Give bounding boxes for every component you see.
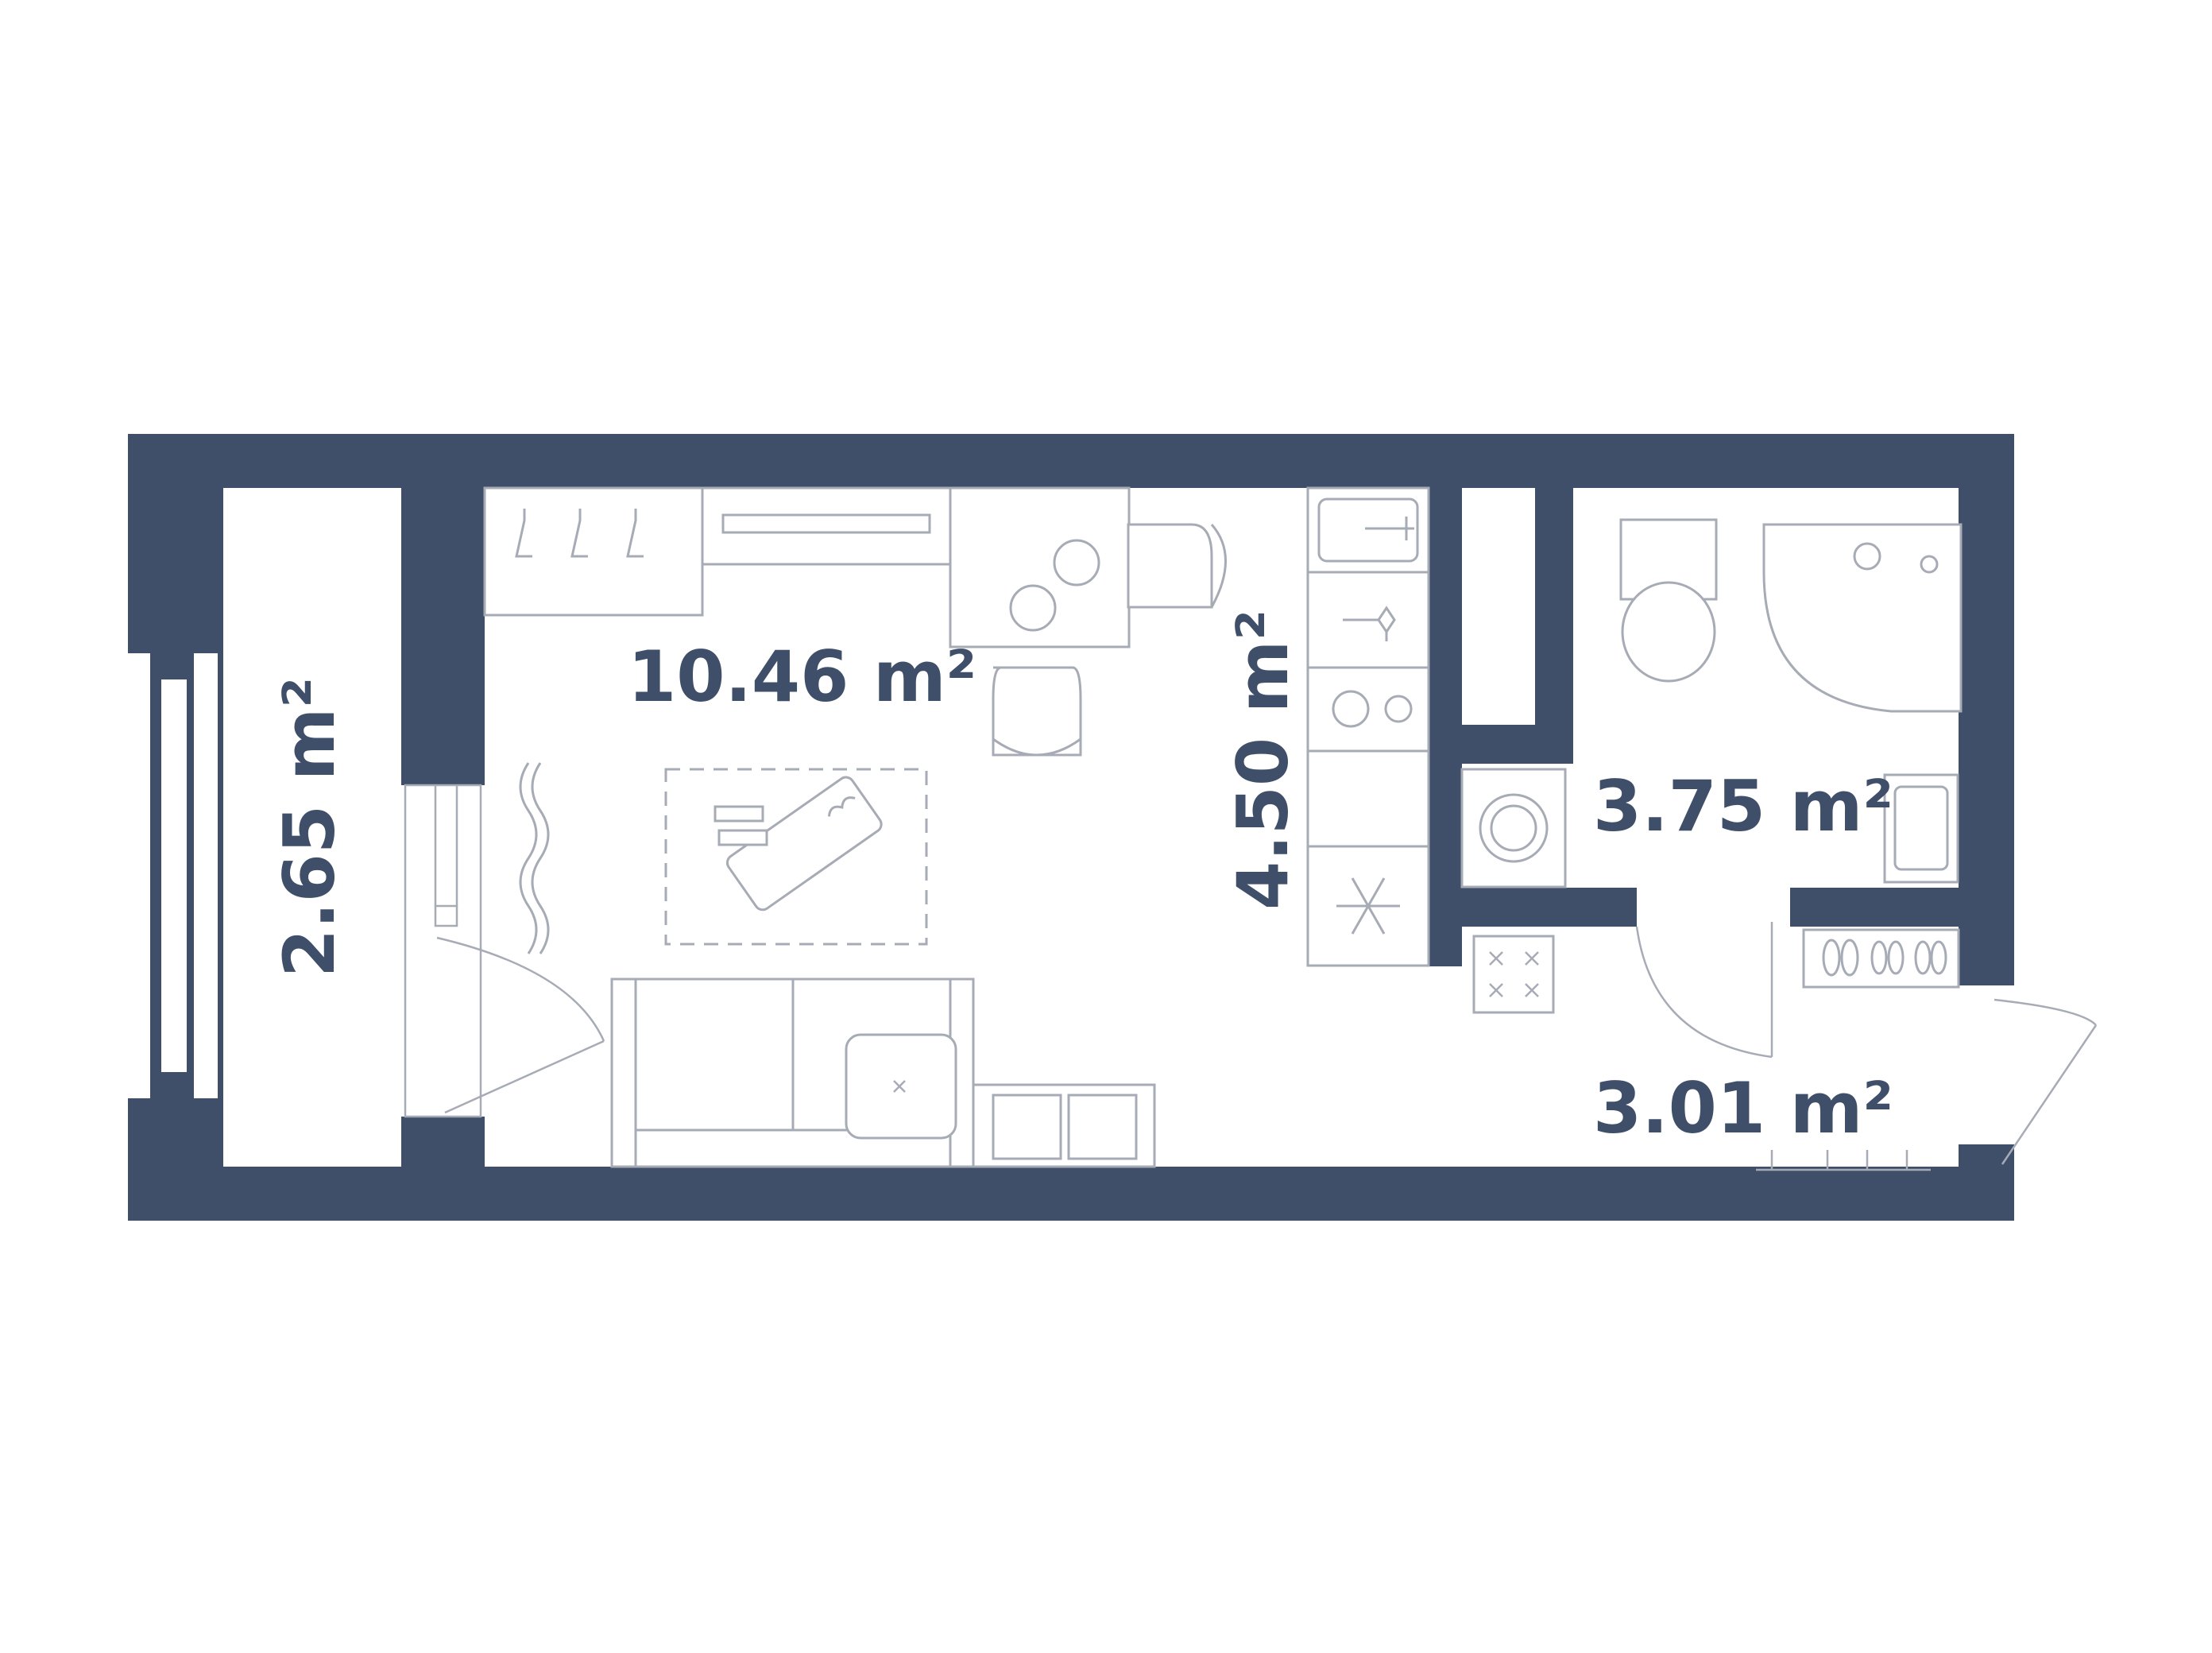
dumbbell-icon: [713, 805, 768, 846]
shaft-right-wall: [1535, 434, 1573, 764]
curtain-left: [519, 762, 538, 954]
right-wall-lower: [1959, 1144, 2014, 1221]
coat-rack: [1756, 1150, 1931, 1171]
hob-burner-2: [1384, 695, 1413, 723]
snowflake-icon: [1336, 877, 1400, 935]
kitchen-area-label: 4.50 m²: [1222, 610, 1304, 910]
kitchen-units[interactable]: [1306, 486, 1430, 967]
right-wall-upper: [1959, 434, 2014, 985]
balcony-door-frame: [404, 784, 482, 1118]
entrance-door-swing: [1994, 998, 2097, 1026]
desk-item-2: [1053, 539, 1100, 586]
shoes-icon: [1822, 939, 1947, 977]
desk-armchair-back: [1210, 524, 1227, 608]
electrical-panel: [1472, 935, 1555, 1014]
sink-tap: [1365, 517, 1414, 540]
sofa[interactable]: [610, 977, 975, 1168]
shower-head: [1920, 555, 1939, 574]
exercise-rug: [664, 768, 928, 946]
washbasin-bowl: [1893, 785, 1949, 871]
toilet-bowl: [1621, 581, 1716, 683]
panel-marks: [1489, 951, 1539, 997]
bathroom-area-label: 3.75 m²: [1593, 765, 1893, 847]
bath-wall-left: [1462, 888, 1637, 927]
shoe-shelf: [1802, 928, 1960, 989]
curtain-right: [531, 762, 550, 954]
yoga-mat-icon: [725, 776, 883, 912]
wardrobe-hanger-icon: [515, 509, 644, 558]
balcony-floor: [223, 521, 381, 1131]
shaft-slot-3: [1470, 629, 1532, 655]
sink-basin: [1317, 497, 1419, 563]
kitchen-partition-wall: [1429, 434, 1462, 966]
shaft-bottom: [1462, 725, 1573, 764]
bathroom-door-swing: [1635, 926, 1773, 1059]
bath-wall-right: [1790, 888, 1959, 927]
wardrobe-body: [483, 486, 704, 617]
entrance-door-leaf: [2001, 1024, 2098, 1165]
washing-machine[interactable]: [1460, 768, 1567, 888]
bathroom-door[interactable]: [1635, 922, 1773, 1059]
cushion-mark: [893, 1080, 906, 1093]
vent-shaft: [1470, 517, 1532, 707]
exercise-zone: [664, 768, 928, 946]
shoe-bin-1: [992, 1094, 1062, 1160]
desk-armchair[interactable]: [1127, 523, 1213, 609]
shoe-rack: [972, 1083, 1156, 1168]
desk-chair-back: [992, 737, 1081, 757]
glass-icon: [1343, 606, 1396, 641]
toilet[interactable]: [1619, 518, 1718, 683]
shoe-bin-2: [1067, 1094, 1138, 1160]
kitchen-counter: [1306, 749, 1430, 848]
shaft-slot-1: [1470, 517, 1532, 547]
balcony-wall-lower: [401, 1117, 485, 1221]
balcony: [128, 521, 381, 1131]
wardrobe[interactable]: [483, 486, 704, 617]
balcony-window-2: [161, 679, 187, 1072]
desk-item-1: [1009, 584, 1057, 632]
desk-chair[interactable]: [992, 666, 1082, 757]
walls: [128, 434, 2014, 1221]
wall-shelf: [701, 486, 952, 566]
balcony-wall-upper: [401, 434, 485, 785]
hall-area-label: 3.01 m²: [1593, 1067, 1893, 1149]
shower-tray: [1762, 523, 1963, 713]
balcony-door[interactable]: [404, 784, 605, 1118]
shaft-slot-2: [1470, 576, 1532, 600]
hob-burner-1: [1332, 690, 1370, 728]
balcony-window-1: [128, 653, 150, 1098]
balcony-area-label: 2.65 m²: [269, 677, 350, 977]
washbasin[interactable]: [1883, 773, 1959, 884]
balcony-window-3: [194, 653, 218, 1098]
shower-drain: [1853, 542, 1881, 571]
balcony-door-hinge: [434, 904, 458, 927]
balcony-door-swing: [436, 936, 605, 1042]
shower[interactable]: [1762, 523, 1963, 713]
shaft-slot-4: [1470, 683, 1532, 707]
shelf-tv: [721, 513, 931, 534]
entrance-door[interactable]: [1994, 998, 2098, 1165]
sofa-seat-left: [634, 977, 795, 1132]
cushion-icon: [845, 1033, 957, 1140]
balcony-door-leaf: [444, 1039, 605, 1114]
washer-inner: [1490, 804, 1537, 852]
hallway-fixtures: [1472, 928, 1960, 1171]
living-area-label: 10.46 m²: [628, 636, 976, 718]
bathroom-fixtures[interactable]: [1460, 518, 1963, 888]
desk[interactable]: [949, 486, 1227, 757]
